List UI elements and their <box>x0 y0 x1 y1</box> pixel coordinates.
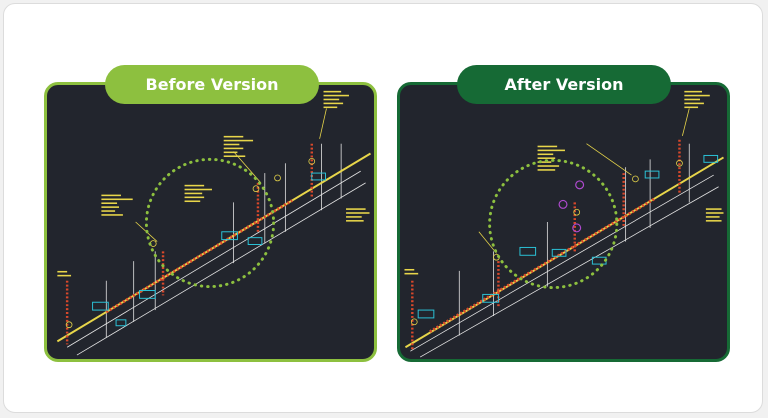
before-drawing-panel <box>44 82 377 362</box>
annotation-blocks <box>101 89 370 228</box>
revision-markers <box>558 180 585 233</box>
after-isometric-drawing <box>404 90 724 358</box>
dimension-lines <box>66 143 366 356</box>
before-isometric-drawing <box>56 89 371 356</box>
annotation-text-marks <box>57 90 370 277</box>
before-version-badge: Before Version <box>105 65 319 104</box>
highlight-region-circle <box>488 158 619 290</box>
after-drawing-panel <box>397 82 730 362</box>
leader-lines <box>135 108 327 242</box>
node-markers <box>410 159 683 326</box>
node-markers <box>65 158 316 329</box>
pipeline <box>56 143 371 345</box>
instrument-tags <box>92 172 326 327</box>
instrument-tags <box>417 154 719 319</box>
annotation-text-marks <box>404 90 724 275</box>
comparison-card: Before Version After Version <box>3 3 763 413</box>
pipeline <box>404 139 724 350</box>
highlight-region-circle <box>144 157 276 289</box>
after-version-badge: After Version <box>457 65 671 104</box>
dimension-lines <box>410 143 719 358</box>
leader-lines <box>478 108 690 254</box>
